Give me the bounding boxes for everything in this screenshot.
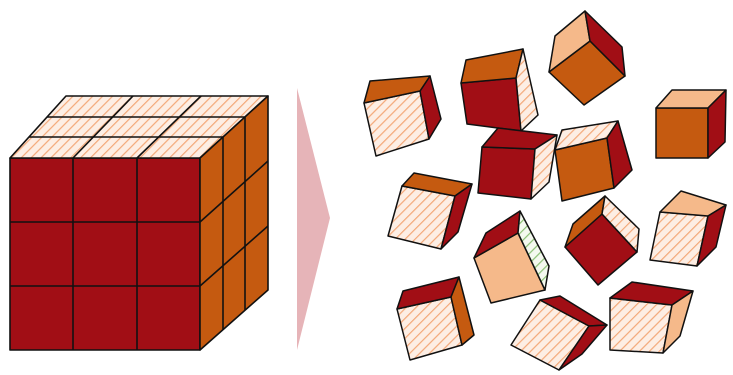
scattered-cube xyxy=(549,11,625,105)
cube-front-face xyxy=(10,158,200,350)
scattered-cube xyxy=(656,90,726,158)
scattered-cube xyxy=(511,296,607,370)
scattered-cubes xyxy=(364,11,726,370)
scattered-cube xyxy=(610,282,693,353)
scattered-cube xyxy=(555,121,632,201)
scattered-cube xyxy=(364,76,441,156)
scattered-cube xyxy=(461,49,538,131)
scattered-cube xyxy=(478,128,557,199)
scattered-cube xyxy=(397,277,474,360)
scattered-cube xyxy=(474,211,549,303)
transform-arrow xyxy=(297,88,330,350)
scattered-cube xyxy=(565,196,639,285)
assembled-cube xyxy=(10,96,268,350)
scattered-cube xyxy=(388,173,472,249)
scattered-cube xyxy=(650,191,726,266)
